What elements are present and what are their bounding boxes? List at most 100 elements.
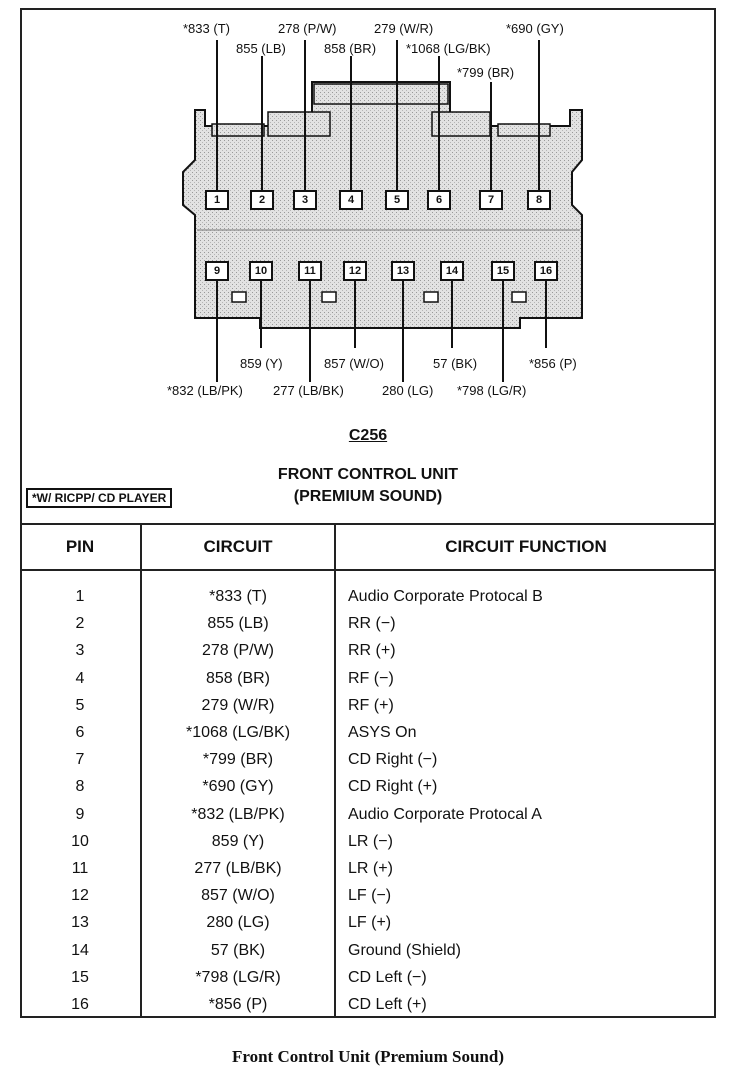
wire-label-7: *799 (BR)	[457, 65, 515, 80]
pin-cell: 11	[71, 859, 89, 877]
circuit-cell: 57 (BK)	[140, 936, 335, 964]
circuit-cell: 280 (LG)	[140, 909, 335, 937]
pin-15: 15	[491, 261, 515, 281]
pin-cell: 8	[75, 778, 85, 796]
pin-cell: 9	[75, 805, 85, 823]
pin-cell: 3	[75, 642, 85, 660]
unit-title: FRONT CONTROL UNIT (PREMIUM SOUND)	[0, 464, 736, 508]
wire-label-16: *856 (P)	[529, 356, 577, 371]
terminal-cavity	[431, 111, 491, 137]
pin-cell: 5	[75, 696, 85, 714]
pin-cell: 6	[75, 724, 85, 742]
circuit-cell: 277 (LB/BK)	[140, 854, 335, 883]
pin-cell: 14	[71, 941, 89, 959]
connector-diagram	[182, 40, 583, 382]
pin-cell: 12	[71, 887, 89, 905]
wire-label-6: *1068 (LG/BK)	[406, 41, 491, 56]
function-cell: LR (+)	[334, 854, 716, 883]
connector-notch	[321, 291, 337, 303]
function-cell: RR (−)	[334, 610, 716, 638]
table-row: 1 *833 (T)Audio Corporate Protocal B	[20, 570, 716, 611]
pin-1: 1	[205, 190, 229, 210]
table-row: 15*798 (LG/R)CD Left (−)	[20, 963, 716, 991]
function-cell: Audio Corporate Protocal B	[334, 570, 716, 611]
wire-label-12: 857 (W/O)	[324, 356, 384, 371]
circuit-cell: 855 (LB)	[140, 610, 335, 638]
wire-label-13: 280 (LG)	[382, 383, 434, 398]
circuit-cell: 859 (Y)	[140, 827, 335, 855]
table-row: 13 280 (LG)LF (+)	[20, 909, 716, 937]
wire-label-15: *798 (LG/R)	[457, 383, 527, 398]
circuit-cell: *833 (T)	[140, 570, 335, 611]
table-row: 9*832 (LB/PK)Audio Corporate Protocal A	[20, 800, 716, 828]
pin-table: PIN CIRCUIT CIRCUIT FUNCTION 1*833 (T)Au…	[20, 523, 716, 1018]
pin-cell: 13	[71, 914, 89, 932]
legend-note: *W/ RICPP/ CD PLAYER	[26, 488, 173, 508]
pin-11: 11	[298, 261, 322, 281]
wire-label-5: 279 (W/R)	[374, 21, 434, 36]
function-cell: Audio Corporate Protocal A	[334, 800, 716, 828]
table-header-row: PIN CIRCUIT CIRCUIT FUNCTION	[20, 523, 716, 571]
function-cell: RF (+)	[334, 691, 716, 719]
figure-caption: Front Control Unit (Premium Sound)	[231, 1047, 505, 1066]
table-row: 6 *1068 (LG/BK)ASYS On	[20, 718, 716, 747]
pin-16: 16	[534, 261, 558, 281]
function-cell: CD Left (−)	[334, 963, 716, 991]
function-cell: CD Right (−)	[334, 746, 716, 774]
function-cell: CD Right (+)	[334, 773, 716, 801]
wire-label-3: 278 (P/W)	[278, 21, 337, 36]
pin-4: 4	[339, 190, 363, 210]
function-cell: LF (+)	[334, 909, 716, 937]
pin-5: 5	[385, 190, 409, 210]
circuit-cell: *798 (LG/R)	[140, 963, 335, 991]
pin-2: 2	[250, 190, 274, 210]
pin-cell: 4	[75, 669, 85, 687]
pin-12: 12	[343, 261, 367, 281]
function-cell: ASYS On	[334, 718, 716, 747]
table-row: 12 857 (W/O)LF (−)	[20, 882, 716, 910]
header-circuit-function: CIRCUIT FUNCTION	[334, 523, 716, 571]
terminal-cavity	[267, 111, 331, 137]
circuit-cell: 858 (BR)	[140, 664, 335, 692]
wire-label-1: *833 (T)	[183, 21, 230, 36]
function-cell: RF (−)	[334, 664, 716, 692]
pin-cell: 1	[75, 588, 85, 606]
table-row: 4 858 (BR)RF (−)	[20, 664, 716, 692]
terminal-cavity	[497, 123, 551, 137]
function-cell: RR (+)	[334, 637, 716, 665]
table-row: 11 277 (LB/BK)LR (+)	[20, 854, 716, 883]
wire-label-10: 859 (Y)	[240, 356, 283, 371]
pin-cell: 16	[71, 995, 89, 1013]
table-row: 2 855 (LB)RR (−)	[20, 610, 716, 638]
pin-cell: 10	[71, 832, 89, 850]
wire-label-14: 57 (BK)	[433, 356, 478, 371]
pin-3: 3	[293, 190, 317, 210]
pin-table-body: 1 *833 (T)Audio Corporate Protocal B 2 855 …	[20, 570, 716, 1018]
connector-notch	[511, 291, 527, 303]
header-pin: PIN	[20, 523, 141, 571]
pin-10: 10	[249, 261, 273, 281]
pin-9: 9	[205, 261, 229, 281]
unit-title-line2: (PREMIUM SOUND)	[293, 488, 443, 505]
pin-6: 6	[427, 190, 451, 210]
circuit-cell: *856 (P)	[140, 990, 335, 1018]
pin-14: 14	[440, 261, 464, 281]
circuit-cell: *1068 (LG/BK)	[140, 718, 335, 747]
pin-cell: 2	[75, 615, 85, 633]
terminal-cavity	[211, 123, 265, 137]
function-cell: LF (−)	[334, 882, 716, 910]
circuit-cell: *690 (GY)	[140, 773, 335, 801]
header-circuit: CIRCUIT	[140, 523, 335, 571]
connector-id: C256	[348, 427, 388, 444]
wire-label-9: *832 (LB/PK)	[167, 383, 243, 398]
table-row: 8 *690 (GY)CD Right (+)	[20, 773, 716, 801]
circuit-cell: 857 (W/O)	[140, 882, 335, 910]
connector-body	[182, 81, 583, 329]
pin-13: 13	[391, 261, 415, 281]
wire-label-11: 277 (LB/BK)	[273, 383, 344, 398]
table-row: 16*856 (P)CD Left (+)	[20, 990, 716, 1018]
